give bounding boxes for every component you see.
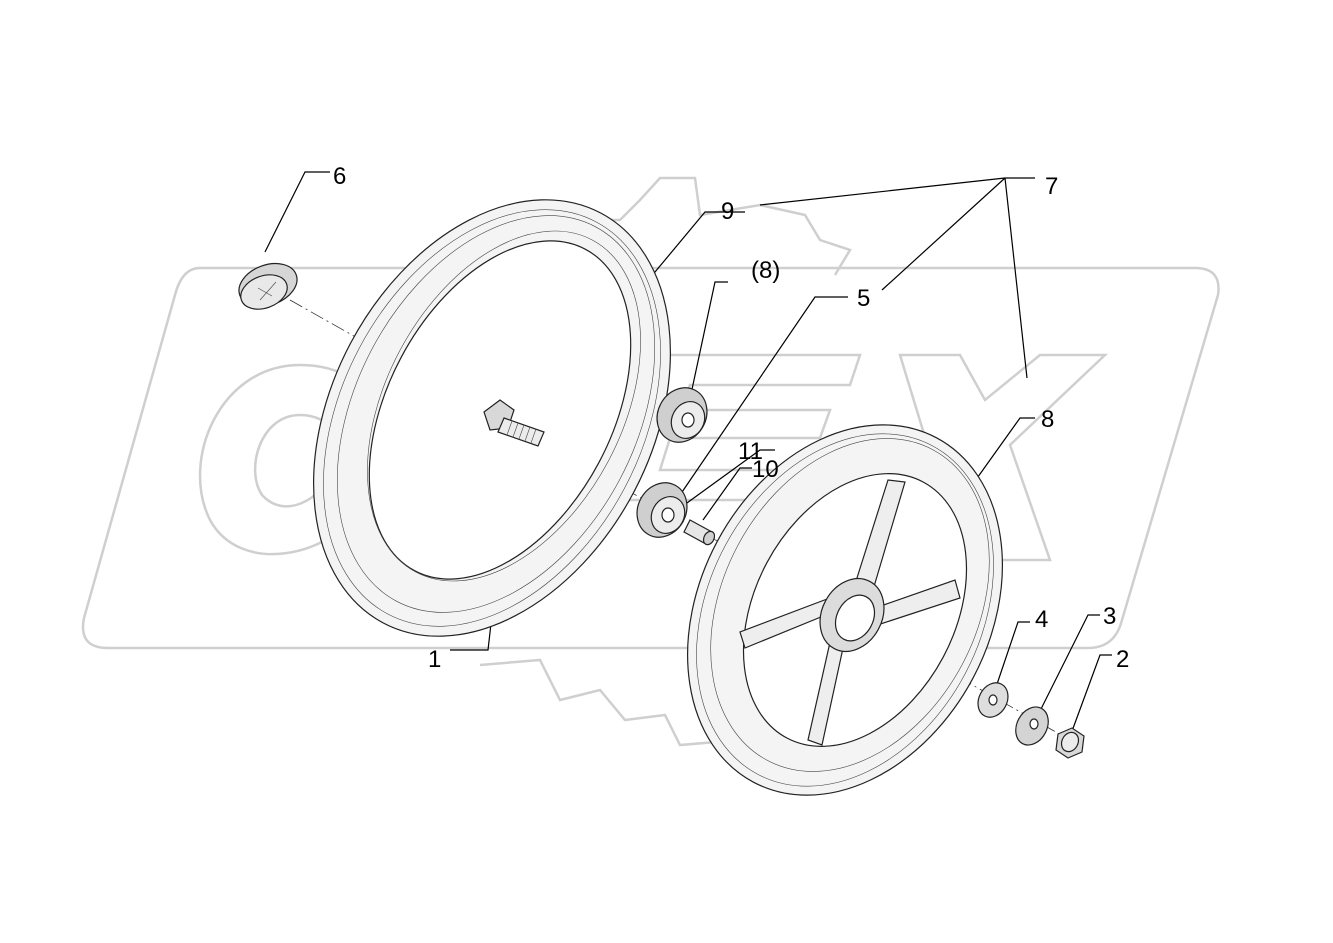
- bolt-part: [483, 399, 545, 447]
- washer-small-part: [977, 682, 1009, 718]
- callout-4: 4: [1035, 606, 1048, 633]
- bearing-lower-part: [636, 482, 688, 538]
- callout-5: 5: [857, 285, 870, 312]
- washer-large-part: [1015, 706, 1049, 746]
- pin-part: [683, 519, 716, 546]
- callout-1: 1: [428, 646, 441, 673]
- callout-labels: 6 7 9 (8) 5 8 11 10 4 3 1 2: [333, 163, 1129, 673]
- callout-10: 10: [752, 456, 779, 483]
- wheel-part: [687, 424, 1003, 796]
- nut-part: [1055, 727, 1085, 759]
- callout-7: 7: [1045, 173, 1058, 200]
- callout-2: 2: [1116, 646, 1129, 673]
- callout-6: 6: [333, 163, 346, 190]
- callout-9: 9: [721, 198, 734, 225]
- callout-3: 3: [1103, 603, 1116, 630]
- callout-8-ref: (8): [751, 257, 780, 284]
- watermark-logo: [81, 176, 1220, 747]
- callout-11: 11: [738, 438, 763, 465]
- bearing-upper-part: [656, 387, 708, 443]
- cap-part: [238, 262, 298, 310]
- callout-8: 8: [1041, 406, 1054, 433]
